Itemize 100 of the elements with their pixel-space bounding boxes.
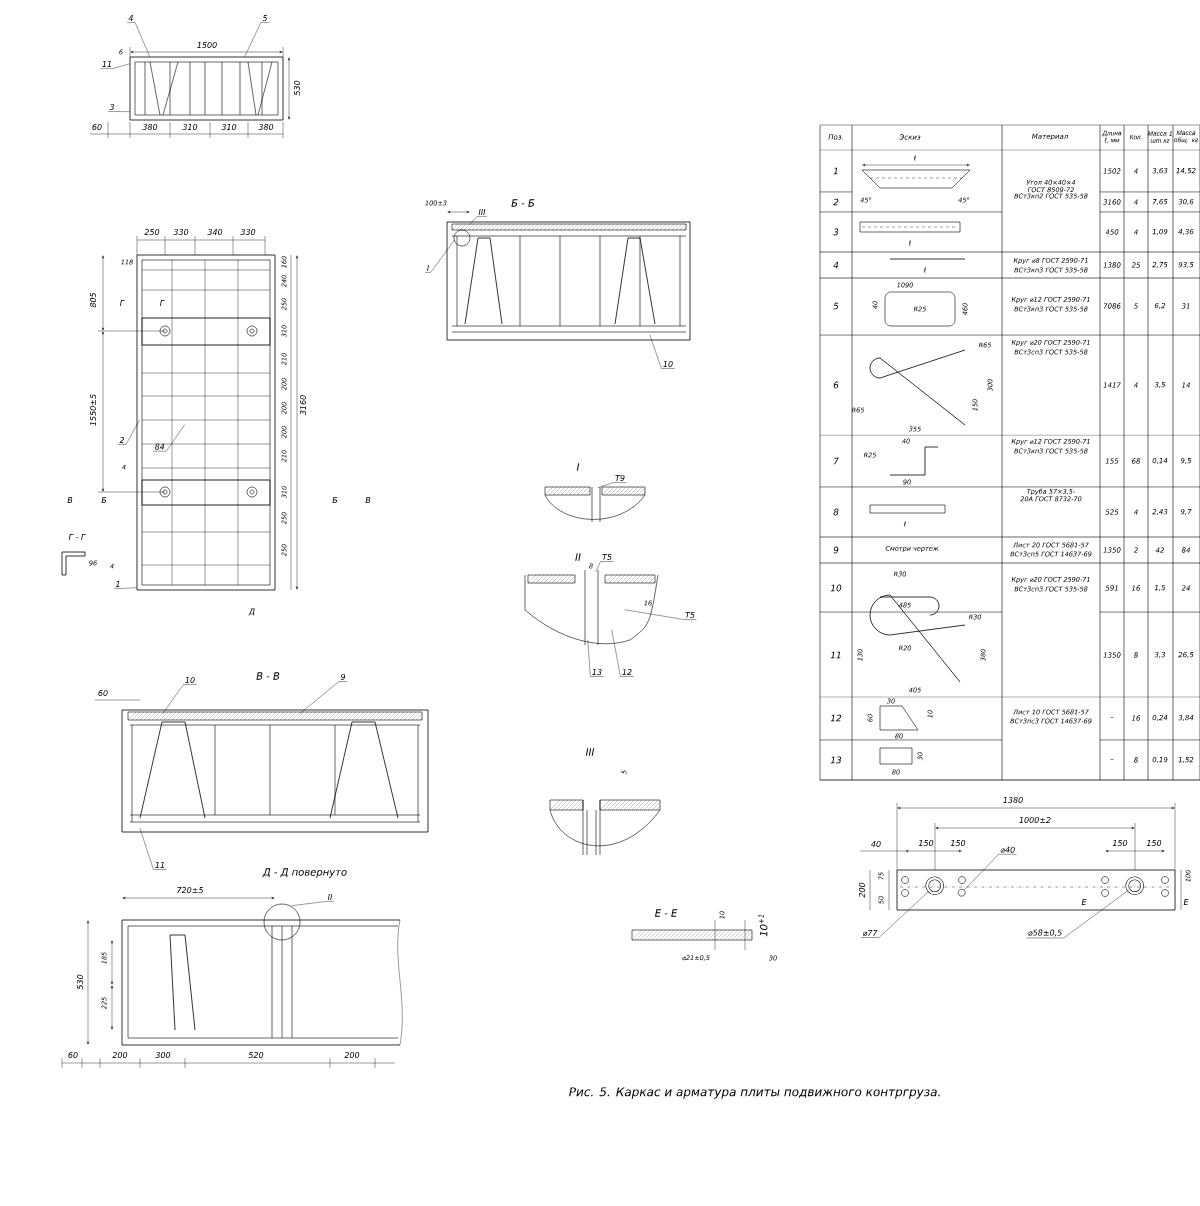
leader-line (649, 334, 675, 369)
leader-line (595, 561, 614, 572)
dimension-text: 330 (240, 228, 256, 235)
dimension-text: 1550±5 (89, 394, 96, 426)
leader-line (860, 890, 930, 938)
dimension-text: 200 (344, 1052, 360, 1059)
dimension-text: 805 (89, 292, 96, 308)
view-title: В - В (256, 672, 280, 680)
callout-number: ⌀40 (1000, 846, 1015, 853)
section-mark: В (67, 497, 73, 503)
section-mark: Е (1183, 899, 1189, 905)
table-cell-text: 2 (833, 198, 839, 206)
leader-line (126, 22, 150, 57)
view-title: III (585, 748, 595, 756)
table-cell-text: 13 (830, 756, 842, 764)
callout-number: 10 (663, 360, 673, 368)
leader-line (469, 216, 488, 225)
hole-circle (925, 876, 944, 895)
callout-number: 1 (115, 581, 120, 587)
leader-line (117, 419, 140, 445)
dimension-text: 150 (1146, 840, 1162, 847)
leader-line (291, 901, 335, 906)
leader-line (152, 424, 185, 452)
leader-line (597, 482, 627, 488)
dimension-text: 60 (98, 689, 108, 697)
view-title: I (576, 463, 580, 471)
callout-number: 13 (592, 668, 602, 676)
dimension-text: 520 (248, 1052, 264, 1059)
dimension-text: 200 (859, 882, 866, 898)
dimension-text: 3160 (299, 395, 306, 416)
table-cell-text: 7 (834, 457, 839, 465)
dimension-text: 1500 (197, 41, 217, 48)
view-title: Б - Б (511, 199, 535, 207)
dimension-text: 200 (112, 1052, 128, 1059)
leader-line (1026, 890, 1129, 939)
detail-drawing (524, 569, 659, 646)
callout-number: 10 (185, 677, 195, 684)
plan-view-drawing (97, 235, 298, 591)
plate-plan-drawing (859, 802, 1182, 911)
table-cell-text: 6 (833, 381, 839, 389)
section-mark: Б (101, 497, 107, 503)
table-cell-text: 8 (833, 508, 839, 516)
callout-number: 12 (622, 669, 632, 675)
leader-line (587, 639, 604, 677)
leader-line (113, 587, 137, 589)
callout-number: I (427, 265, 429, 271)
callout-number: 4 (128, 15, 133, 21)
callout-number: Т5 (685, 612, 695, 618)
dimension-text: 10$^{+1}$ (758, 914, 768, 937)
section-mark: Е (1081, 899, 1087, 905)
dimension-text: 60 (68, 1052, 78, 1059)
callout-number: 11 (102, 61, 111, 67)
leader-line (624, 609, 697, 620)
leader-line (162, 684, 197, 714)
dimension-text: 40 (871, 841, 881, 848)
hole-circle (1125, 876, 1144, 895)
callout-number: 84 (154, 443, 165, 450)
table-cell-text: 12 (830, 714, 842, 722)
dimension-text: 150 (918, 840, 934, 847)
section-view-drawing (446, 211, 691, 341)
leader-line (964, 854, 1017, 891)
callout-number: 2 (119, 437, 125, 443)
table-cell-text: 10 (830, 584, 842, 592)
callout-number: II (327, 894, 333, 900)
callout-number: ⌀58±0,5 (1028, 929, 1062, 937)
leader-line (244, 22, 270, 57)
dimension-text: 340 (207, 228, 223, 235)
callout-number: 11 (155, 862, 164, 868)
view-title: Е - Е (654, 909, 678, 917)
callout-number: Т9 (615, 474, 625, 482)
table-cell-text: 3 (833, 228, 839, 236)
leader-line (100, 63, 130, 69)
dimension-text: 530 (76, 974, 83, 990)
table-cell-text: 5 (833, 302, 839, 310)
table-cell-text: 9 (833, 546, 839, 554)
caption: Рис. 5. Каркас и арматура плиты подвижного контргруза. (569, 1087, 940, 1099)
leader-line (299, 681, 348, 714)
leader-line (107, 111, 130, 112)
dimension-text: 300 (155, 1052, 171, 1059)
callout-number: III (478, 209, 486, 215)
table-cell-text: 1 (833, 167, 838, 175)
table-cell-text: 4 (833, 261, 839, 269)
leader-line (611, 629, 634, 677)
frame-side-view-drawing (89, 46, 290, 139)
callout-number: 9 (340, 674, 346, 681)
dimension-text: 1380 (1003, 797, 1023, 804)
dimension-text: 150 (1112, 840, 1128, 847)
callout-number: 3 (109, 103, 115, 110)
section-mark: Г (160, 300, 165, 306)
dimension-text: 150 (950, 840, 966, 847)
section-mark: Г (120, 300, 125, 306)
view-title: Г - Г (68, 534, 86, 540)
dimension-text: 530 (293, 80, 301, 96)
detail-drawing (544, 486, 646, 523)
dimension-text: 60 (92, 123, 102, 130)
callout-number: ⌀77 (863, 930, 878, 936)
view-title: Д - Д повернуто (262, 868, 347, 878)
table-cell-text: 11 (830, 651, 841, 659)
dimension-text: 1000±2 (1019, 817, 1051, 824)
section-view-drawing (94, 699, 429, 833)
